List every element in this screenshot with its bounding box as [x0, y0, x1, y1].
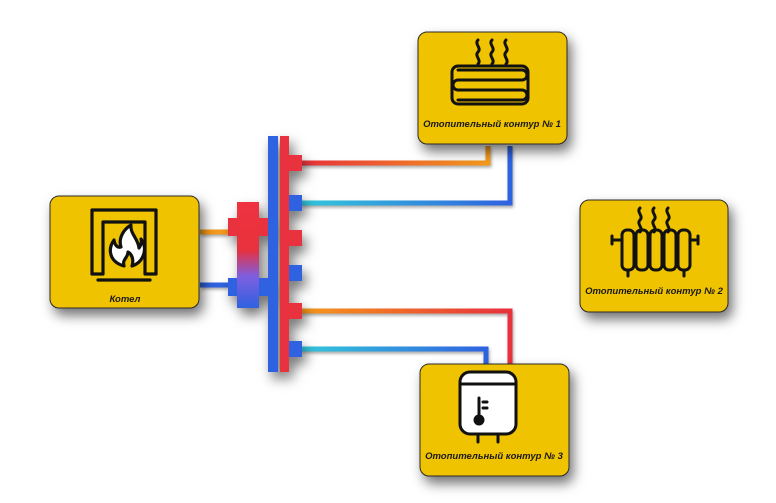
supply-outlet-2	[289, 230, 302, 246]
hydraulic-separator	[228, 202, 269, 308]
supply-outlet-3	[289, 303, 302, 319]
circuit2-node	[579, 199, 729, 313]
water-heater-icon	[458, 370, 518, 444]
radiator-icon	[610, 206, 700, 278]
circuit1-label: Отопительный контур № 1	[423, 119, 561, 130]
boiler-label: Котел	[110, 294, 141, 305]
return-outlet-1	[289, 195, 302, 211]
circuit1-supply-pipe	[300, 146, 491, 166]
underfloor-heating-icon	[450, 38, 530, 106]
circuit3-return-pipe	[300, 346, 489, 365]
manifold	[228, 136, 302, 372]
supply-collector	[280, 136, 289, 372]
circuit1-return-pipe	[300, 146, 513, 206]
supply-outlet-1	[289, 155, 302, 171]
circuit2-label: Отопительный контур № 2	[585, 286, 724, 297]
boiler-flame-icon	[90, 208, 158, 282]
return-collector	[268, 136, 278, 372]
circuit3-supply-pipe	[300, 308, 513, 365]
circuit3-label: Отопительный контур № 3	[425, 451, 564, 462]
return-outlet-2	[289, 265, 302, 281]
return-outlet-3	[289, 341, 302, 357]
circuit1-node	[417, 31, 568, 145]
pipes	[200, 146, 580, 365]
